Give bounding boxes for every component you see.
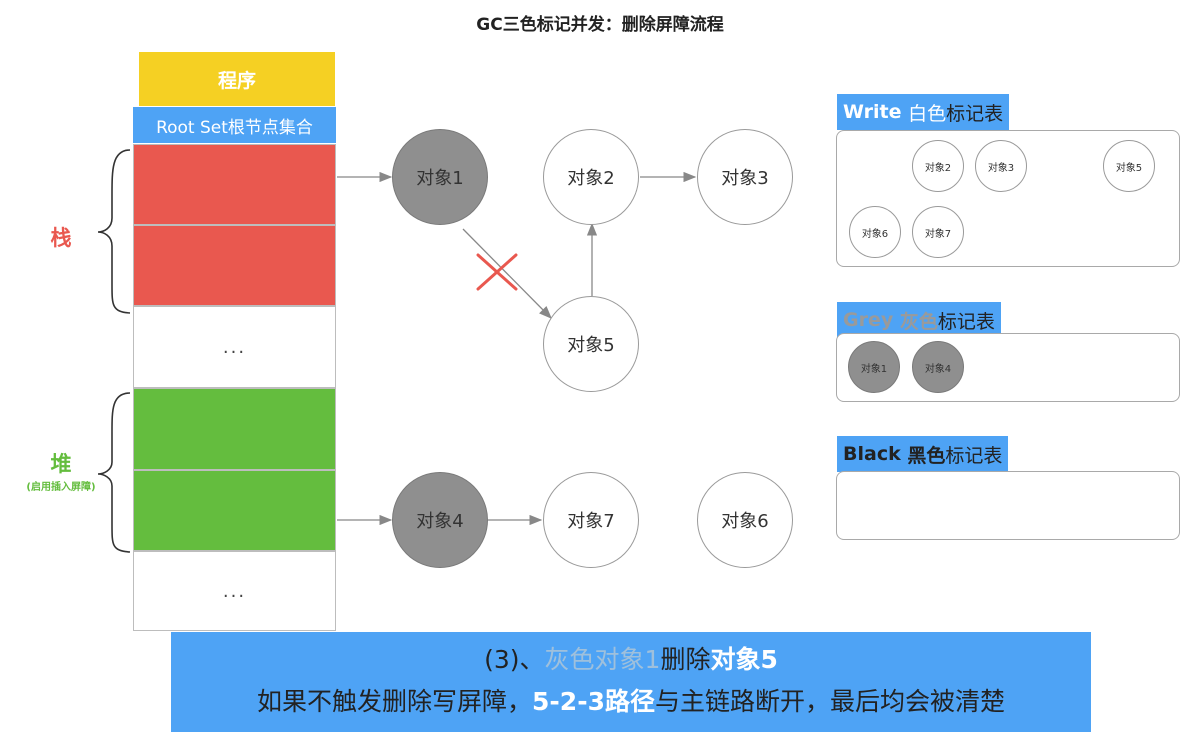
root-set-label: Root Set根节点集合 (133, 107, 336, 143)
stack-cell-2 (133, 225, 336, 306)
diagram-title: GC三色标记并发：删除屏障流程 (476, 15, 724, 35)
white-table-suffix: 标记表 (946, 102, 1004, 125)
ellipsis: ... (222, 580, 247, 602)
stack-brace (97, 149, 131, 314)
arrow-obj1-obj5 (462, 228, 552, 319)
node-obj2: 对象2 (543, 129, 639, 225)
caption-gray-obj: 灰色对象1 (544, 645, 661, 674)
white-item-obj7: 对象7 (912, 206, 964, 258)
node-obj3: 对象3 (697, 129, 793, 225)
heap-cell-ellipsis: ... (133, 551, 336, 631)
caption-banner (171, 632, 1091, 732)
caption-step: (3)、 (484, 645, 545, 674)
node-obj5: 对象5 (543, 296, 639, 392)
white-item-obj2: 对象2 (912, 140, 964, 192)
caption-path: 5-2-3路径 (532, 687, 655, 716)
node-obj6: 对象6 (697, 472, 793, 568)
heap-cell-2 (133, 470, 336, 551)
node-obj7: 对象7 (543, 472, 639, 568)
caption-line-1: (3)、灰色对象1删除对象5 (171, 640, 1091, 676)
heap-cell-1 (133, 388, 336, 470)
heap-sublabel: (启用插入屏障) (26, 482, 96, 493)
caption-condition: 如果不触发删除写屏障， (257, 687, 533, 716)
white-table-en: Write (843, 101, 902, 123)
black-table-en: Black (843, 443, 901, 465)
delete-cross (476, 253, 518, 291)
caption-obj5: 对象5 (710, 645, 778, 674)
grey-table-en: Grey (843, 309, 894, 331)
caption-delete: 删除 (660, 645, 711, 674)
grey-item-obj4: 对象4 (912, 341, 964, 393)
node-obj4: 对象4 (392, 472, 488, 568)
grey-table-label: Grey 灰色标记表 (837, 302, 1001, 338)
white-item-obj6: 对象6 (849, 206, 901, 258)
stack-label: 栈 (50, 226, 72, 250)
grey-table-suffix: 标记表 (937, 310, 995, 333)
grey-item-obj1: 对象1 (848, 341, 900, 393)
ellipsis: ... (222, 336, 247, 358)
heap-label: 堆 (50, 452, 72, 476)
black-table-cn: 黑色 (907, 444, 946, 467)
stack-cell-1 (133, 144, 336, 225)
white-table-cn: 白色 (908, 102, 947, 125)
white-table-label: Write 白色标记表 (837, 94, 1010, 130)
black-table-box (836, 471, 1180, 540)
grey-table-cn: 灰色 (899, 310, 938, 333)
white-item-obj5: 对象5 (1103, 140, 1155, 192)
caption-line-2: 如果不触发删除写屏障，5-2-3路径与主链路断开，最后均会被清楚 (171, 682, 1091, 718)
black-table-label: Black 黑色标记表 (837, 436, 1009, 472)
node-obj1: 对象1 (392, 129, 488, 225)
stack-cell-ellipsis: ... (133, 306, 336, 388)
white-item-obj3: 对象3 (975, 140, 1027, 192)
black-table-suffix: 标记表 (945, 444, 1003, 467)
program-block: 程序 (139, 52, 335, 106)
caption-result: 与主链路断开，最后均会被清楚 (654, 687, 1005, 716)
heap-brace (97, 392, 131, 553)
